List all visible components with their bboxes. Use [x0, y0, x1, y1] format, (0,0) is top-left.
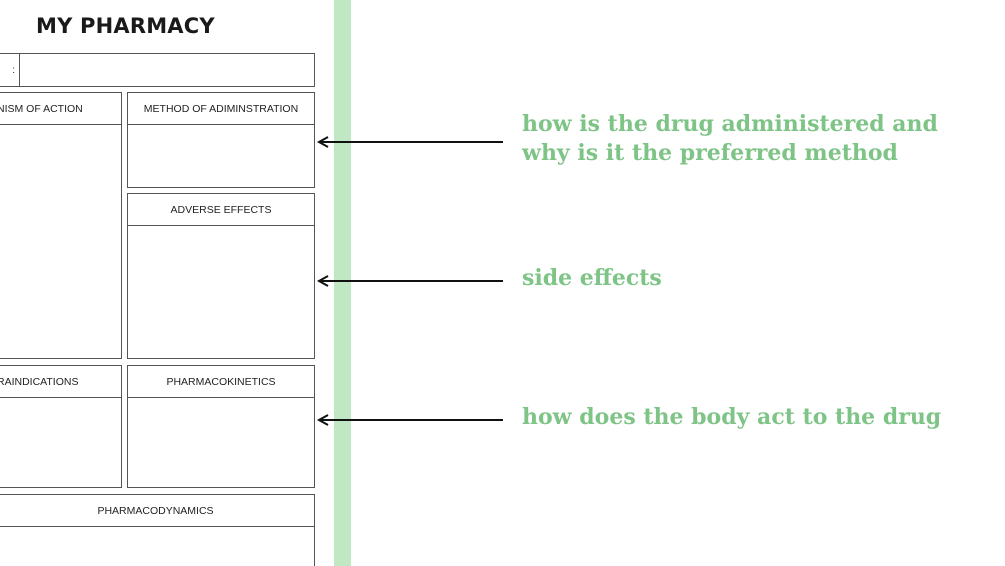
method-of-administration-header: METHOD OF ADIMINSTRATION: [128, 93, 314, 125]
annotation-method-line-1: how is the drug administered and: [522, 111, 938, 137]
contraindications-box: RAINDICATIONS: [0, 365, 122, 488]
arrow-adverse-icon: [316, 275, 503, 287]
mechanism-of-action-box: NISM OF ACTION: [0, 92, 122, 359]
annotation-pharmacokinetics: how does the body act to the drug: [522, 404, 942, 430]
arrow-pharmacokinetics-icon: [316, 414, 503, 426]
annotation-method: how is the drug administered and why is …: [522, 110, 938, 168]
annotation-method-line-2: why is it the preferred method: [522, 140, 898, 166]
pharmacokinetics-box: PHARMACOKINETICS: [127, 365, 315, 488]
adverse-effects-box: ADVERSE EFFECTS: [127, 193, 315, 359]
arrow-method-icon: [316, 136, 503, 148]
contraindications-header: RAINDICATIONS: [0, 366, 121, 398]
drug-name-input[interactable]: [20, 54, 314, 86]
mechanism-of-action-header: NISM OF ACTION: [0, 93, 121, 125]
pharmacokinetics-header: PHARMACOKINETICS: [128, 366, 314, 398]
drug-name-label: :: [0, 54, 20, 86]
drug-name-field[interactable]: :: [0, 53, 315, 87]
pharmacodynamics-box: PHARMACODYNAMICS: [0, 494, 315, 566]
adverse-effects-header: ADVERSE EFFECTS: [128, 194, 314, 226]
pharmacodynamics-header: PHARMACODYNAMICS: [0, 495, 314, 527]
method-of-administration-box: METHOD OF ADIMINSTRATION: [127, 92, 315, 188]
worksheet-title: MY PHARMACY: [36, 14, 215, 38]
annotation-adverse: side effects: [522, 265, 662, 291]
